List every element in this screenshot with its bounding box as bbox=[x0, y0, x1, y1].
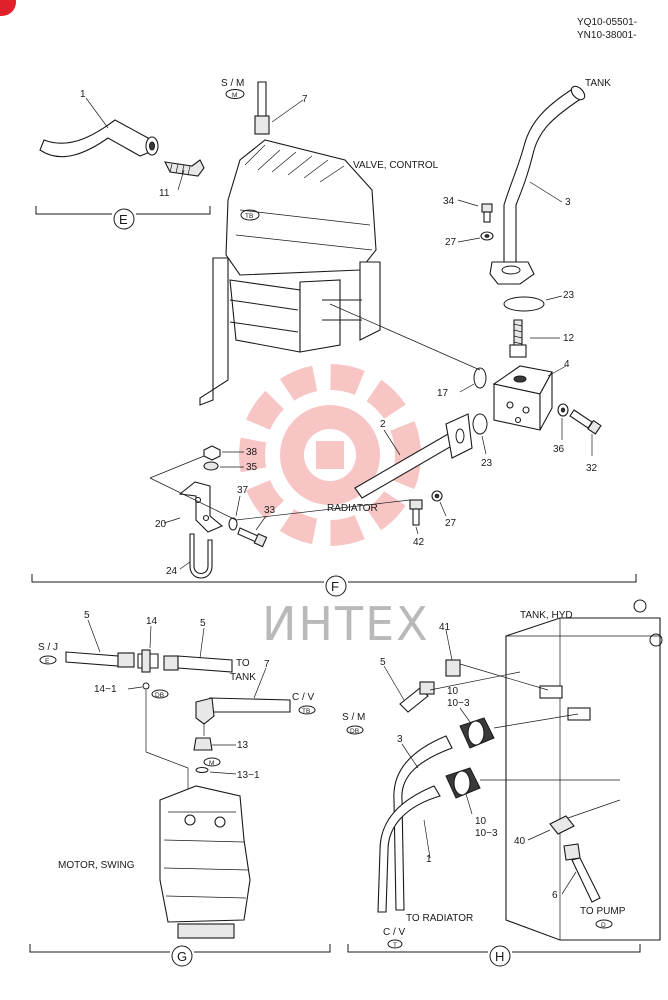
label-labels-sm: S / M bbox=[221, 78, 244, 89]
label-labels-sm-h: S / M bbox=[342, 712, 365, 723]
label-callouts-f38: 38 bbox=[246, 447, 258, 458]
label-sections-h: H bbox=[495, 949, 504, 964]
label-labels-cv: C / V bbox=[292, 692, 315, 703]
label-callouts-h10-3a: 10−3 bbox=[447, 698, 470, 709]
label-callouts-g5a: 5 bbox=[84, 610, 90, 621]
detail-h: TANK, HYD 41 5 S / M DB 10 10−3 10 10−3 … bbox=[342, 599, 663, 967]
label-callouts-f33: 33 bbox=[264, 505, 276, 516]
label-labels-port-db: DB bbox=[155, 692, 164, 699]
label-callouts-f2: 2 bbox=[380, 419, 386, 430]
watermark-text: ИНТЕХ bbox=[262, 597, 430, 651]
label-sections-f: F bbox=[331, 579, 339, 594]
label-callouts-e1: 1 bbox=[80, 89, 86, 100]
detail-g: S / J E 5 14 5 TO TANK 14−1 DB 7 C / V T… bbox=[29, 610, 331, 967]
label-labels-to-pump: TO PUMP bbox=[580, 906, 626, 917]
label-callouts-g13: 13 bbox=[237, 740, 249, 751]
label-callouts-h10a: 10 bbox=[447, 686, 459, 697]
corner-mark bbox=[0, 0, 16, 16]
label-labels-to-radiator: TO RADIATOR bbox=[406, 913, 473, 924]
label-labels-port-m: M bbox=[209, 760, 214, 767]
label-callouts-f35: 35 bbox=[246, 462, 258, 473]
label-callouts-f3: 3 bbox=[565, 197, 571, 208]
label-callouts-h10b: 10 bbox=[475, 816, 487, 827]
label-labels-radiator: RADIATOR bbox=[327, 503, 378, 514]
label-sections-g: G bbox=[177, 949, 187, 964]
label-callouts-f7: 7 bbox=[302, 94, 308, 105]
label-callouts-f42: 42 bbox=[413, 537, 425, 548]
label-callouts-e11: 11 bbox=[159, 188, 170, 199]
label-callouts-f20: 20 bbox=[155, 519, 167, 530]
label-labels-sm-h-port: DB bbox=[350, 728, 359, 735]
label-callouts-f37: 37 bbox=[237, 485, 249, 496]
label-callouts-f17: 17 bbox=[437, 388, 449, 399]
label-callouts-f12: 12 bbox=[563, 333, 575, 344]
label-labels-to-tank-1: TO bbox=[236, 658, 250, 669]
label-callouts-g14: 14 bbox=[146, 616, 158, 627]
serial-line-1: YQ10-05501- bbox=[577, 17, 637, 28]
serial-line-2: YN10-38001- bbox=[577, 30, 636, 41]
label-callouts-f23b: 23 bbox=[481, 458, 493, 469]
label-callouts-g5b: 5 bbox=[200, 618, 206, 629]
label-callouts-h41: 41 bbox=[439, 622, 451, 633]
label-callouts-f34: 34 bbox=[443, 196, 455, 207]
label-labels-motor-swing: MOTOR, SWING bbox=[58, 860, 135, 871]
label-callouts-h10-3b: 10−3 bbox=[475, 828, 498, 839]
detail-e: 1 11 E bbox=[35, 89, 211, 230]
label-callouts-f32: 32 bbox=[586, 463, 598, 474]
label-callouts-g13-1: 13−1 bbox=[237, 770, 260, 781]
label-labels-sj: S / J bbox=[38, 642, 58, 653]
label-callouts-h6: 6 bbox=[552, 890, 558, 901]
label-callouts-f27b: 27 bbox=[445, 518, 457, 529]
label-callouts-g7: 7 bbox=[264, 659, 270, 670]
label-labels-sm-port: M bbox=[232, 92, 237, 99]
label-labels-valve-control: VALVE, CONTROL bbox=[353, 160, 439, 171]
watermark-logo bbox=[239, 364, 421, 546]
label-labels-tank-hyd: TANK, HYD bbox=[520, 610, 573, 621]
label-callouts-h40: 40 bbox=[514, 836, 526, 847]
label-callouts-f27a: 27 bbox=[445, 237, 457, 248]
label-labels-valve-port: TB bbox=[245, 213, 253, 220]
label-callouts-f4: 4 bbox=[564, 359, 570, 370]
detail-f: S / M M 7 TB VALVE, CONTROL TANK 3 bbox=[31, 78, 637, 597]
label-callouts-h1: 1 bbox=[426, 854, 432, 865]
label-callouts-f24: 24 bbox=[166, 566, 178, 577]
label-labels-tank: TANK bbox=[585, 78, 611, 89]
label-callouts-h5: 5 bbox=[380, 657, 386, 668]
label-labels-to-pump-port: D bbox=[601, 922, 606, 929]
label-callouts-g14-1: 14−1 bbox=[94, 684, 117, 695]
label-sections-e: E bbox=[119, 212, 128, 227]
label-labels-cv-h-port: T bbox=[393, 942, 397, 949]
label-callouts-f36: 36 bbox=[553, 444, 565, 455]
label-labels-sj-port: E bbox=[45, 658, 50, 665]
label-callouts-f23a: 23 bbox=[563, 290, 575, 301]
label-callouts-h3: 3 bbox=[397, 734, 403, 745]
label-labels-to-tank-2: TANK bbox=[230, 672, 256, 683]
label-labels-cv-port: TB bbox=[302, 708, 310, 715]
label-labels-cv-h: C / V bbox=[383, 927, 406, 938]
